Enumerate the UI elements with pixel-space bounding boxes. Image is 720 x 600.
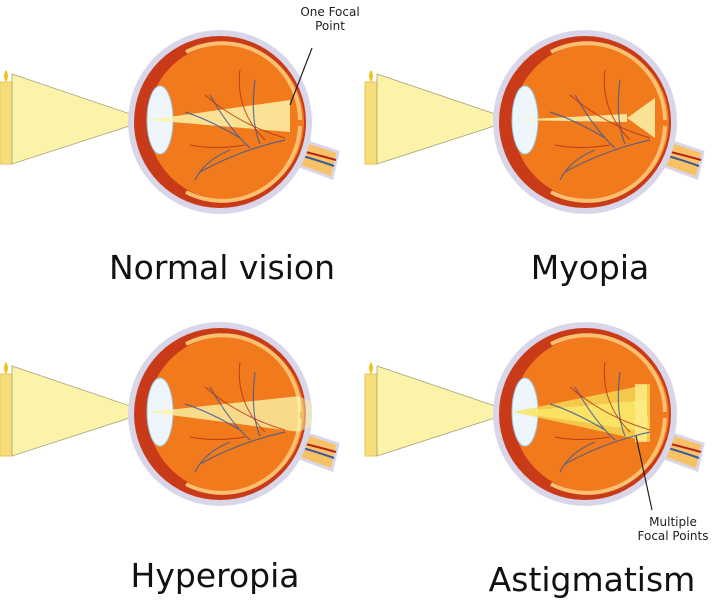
candle-icon bbox=[0, 373, 13, 457]
flame-icon bbox=[369, 362, 373, 374]
eye-part bbox=[550, 417, 667, 495]
light-cone bbox=[11, 73, 150, 165]
eye-part bbox=[554, 69, 651, 148]
eye-part bbox=[185, 125, 302, 203]
light-cone bbox=[376, 73, 515, 165]
one-focal-pointer bbox=[289, 47, 313, 106]
eye-part bbox=[554, 361, 651, 440]
eyeball bbox=[513, 44, 669, 200]
eye-part bbox=[189, 69, 286, 148]
flame-icon bbox=[4, 362, 8, 374]
eye-part bbox=[513, 400, 650, 432]
eye-myopia bbox=[364, 30, 705, 214]
title-hyperopia: Hyperopia bbox=[130, 556, 300, 595]
multiple-focal-points-label: Multiple Focal Points bbox=[638, 515, 709, 543]
eye-part bbox=[298, 396, 312, 432]
eye-part bbox=[189, 361, 286, 440]
flame-icon bbox=[4, 70, 8, 82]
candle-icon bbox=[0, 81, 13, 165]
light-cone bbox=[376, 365, 515, 457]
one-focal-line2: Point bbox=[315, 19, 345, 33]
eye-part bbox=[550, 333, 667, 413]
eye-part bbox=[550, 125, 667, 203]
flame-icon bbox=[369, 70, 373, 82]
eye-part bbox=[550, 41, 667, 121]
eye-part bbox=[635, 384, 647, 442]
one-focal-point-label: One Focal Point bbox=[300, 5, 359, 33]
cornea bbox=[495, 360, 518, 469]
title-normal-vision: Normal vision bbox=[108, 248, 336, 287]
eye-part bbox=[185, 417, 302, 495]
focused-light bbox=[148, 396, 300, 432]
cornea bbox=[130, 360, 153, 469]
one-focal-line1: One Focal bbox=[300, 5, 360, 19]
multiple-line2: Focal Points bbox=[637, 529, 709, 543]
blood-vessels bbox=[184, 371, 286, 473]
multiple-line1: Multiple bbox=[649, 515, 697, 529]
eye-part bbox=[185, 41, 302, 121]
blood-vessels bbox=[184, 79, 286, 181]
eye-hyperopia bbox=[0, 322, 340, 506]
eye-part bbox=[185, 333, 302, 413]
light-cone bbox=[11, 365, 150, 457]
blood-vessels bbox=[549, 371, 651, 473]
cornea bbox=[495, 68, 518, 177]
multiple-focal-pointer bbox=[635, 435, 653, 511]
eye-normal bbox=[0, 30, 340, 214]
candle-icon bbox=[364, 81, 378, 165]
eye-astigmatism bbox=[364, 322, 705, 506]
focused-light bbox=[627, 98, 655, 138]
blood-vessels bbox=[549, 79, 651, 181]
cornea bbox=[130, 68, 153, 177]
title-astigmatism: Astigmatism bbox=[488, 560, 696, 599]
candle-icon bbox=[364, 373, 378, 457]
title-myopia: Myopia bbox=[530, 248, 650, 287]
